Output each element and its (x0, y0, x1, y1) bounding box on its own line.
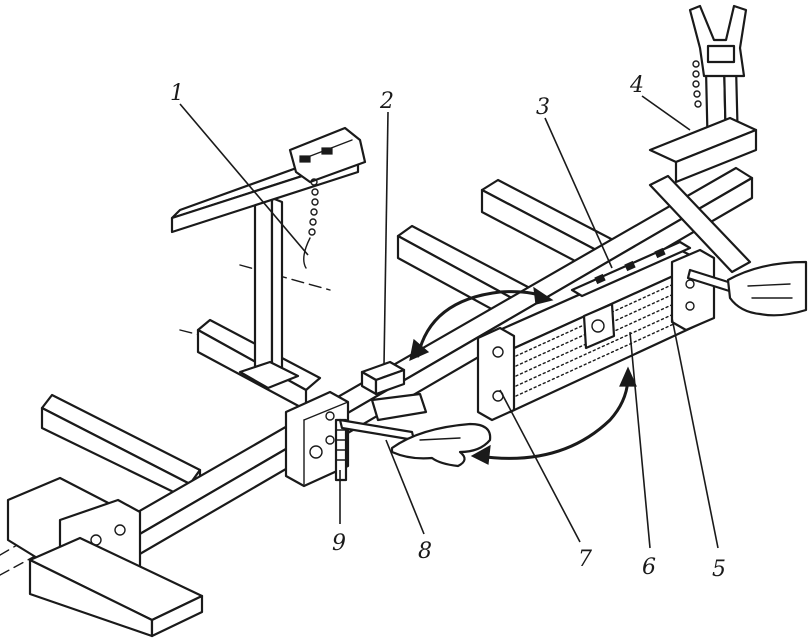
leader-lines (179, 95, 719, 549)
main-frame-rail (108, 166, 754, 564)
hanging-chain (303, 178, 319, 269)
callout-2: 2 (379, 89, 394, 114)
clamp-block-2 (360, 360, 406, 396)
right-end-bracket (670, 248, 716, 332)
callout-7: 7 (578, 547, 592, 572)
rotation-arrow-lower (470, 366, 637, 465)
callout-5: 5 (712, 557, 726, 582)
callout-labels: 1 2 3 4 5 6 7 8 9 (170, 73, 726, 582)
left-upright-post (253, 196, 284, 380)
left-clamp-top (288, 126, 367, 184)
left-bracket-assembly (284, 390, 350, 488)
lever-8 (338, 392, 428, 442)
callout-8: 8 (418, 539, 432, 564)
right-hand (726, 260, 808, 317)
front-base-beam (28, 536, 204, 638)
left-hand (390, 422, 492, 468)
callout-3: 3 (536, 95, 550, 120)
rotation-arrow-upper (409, 286, 554, 362)
callout-9: 9 (332, 531, 346, 556)
post-base (238, 360, 300, 390)
callout-1: 1 (170, 81, 184, 106)
carriage-center-hub (582, 302, 616, 350)
right-chain (692, 60, 702, 108)
carriage-end-plate (476, 326, 516, 422)
callout-4: 4 (629, 73, 644, 98)
carriage-top-rail-3 (570, 240, 692, 298)
diagonal-brace (648, 174, 752, 274)
left-cross-beam (40, 393, 202, 502)
callout-6: 6 (642, 555, 656, 580)
right-top-cross-beam (648, 116, 758, 184)
right-fork-top (688, 4, 748, 78)
